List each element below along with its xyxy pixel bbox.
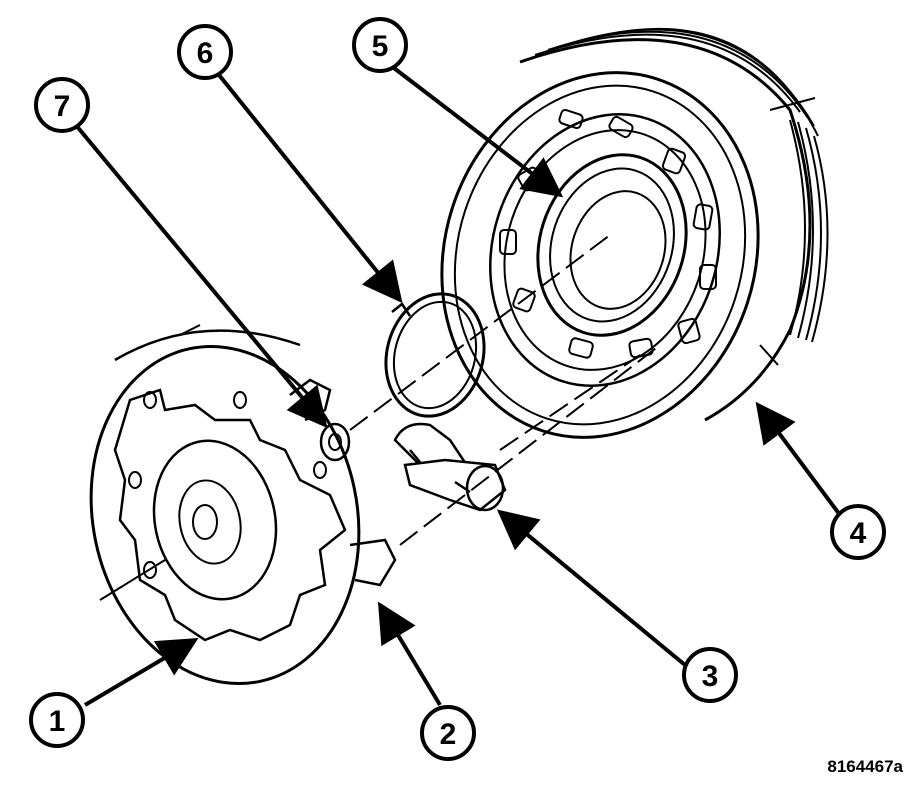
svg-text:1: 1: [49, 705, 66, 738]
svg-text:6: 6: [197, 37, 214, 70]
shims: [393, 422, 507, 512]
snap-ring: [384, 292, 486, 418]
callout-7: 7: [34, 77, 90, 133]
clutch-plate: [89, 324, 397, 686]
pulley: [440, 27, 829, 439]
svg-text:3: 3: [702, 660, 719, 693]
washer: [319, 422, 351, 462]
callout-1: 1: [29, 692, 85, 748]
svg-text:2: 2: [440, 718, 457, 751]
leader-arrows: [68, 63, 842, 707]
callout-2: 2: [420, 705, 476, 761]
callout-5: 5: [352, 17, 408, 73]
svg-text:5: 5: [372, 30, 389, 63]
callout-3: 3: [682, 647, 738, 703]
svg-text:4: 4: [850, 517, 867, 550]
figure-reference-code: 8164467a: [827, 757, 903, 776]
callout-6: 6: [177, 24, 233, 80]
callout-4: 4: [830, 504, 886, 560]
svg-text:7: 7: [54, 90, 71, 123]
assembly-lines: [349, 234, 661, 546]
